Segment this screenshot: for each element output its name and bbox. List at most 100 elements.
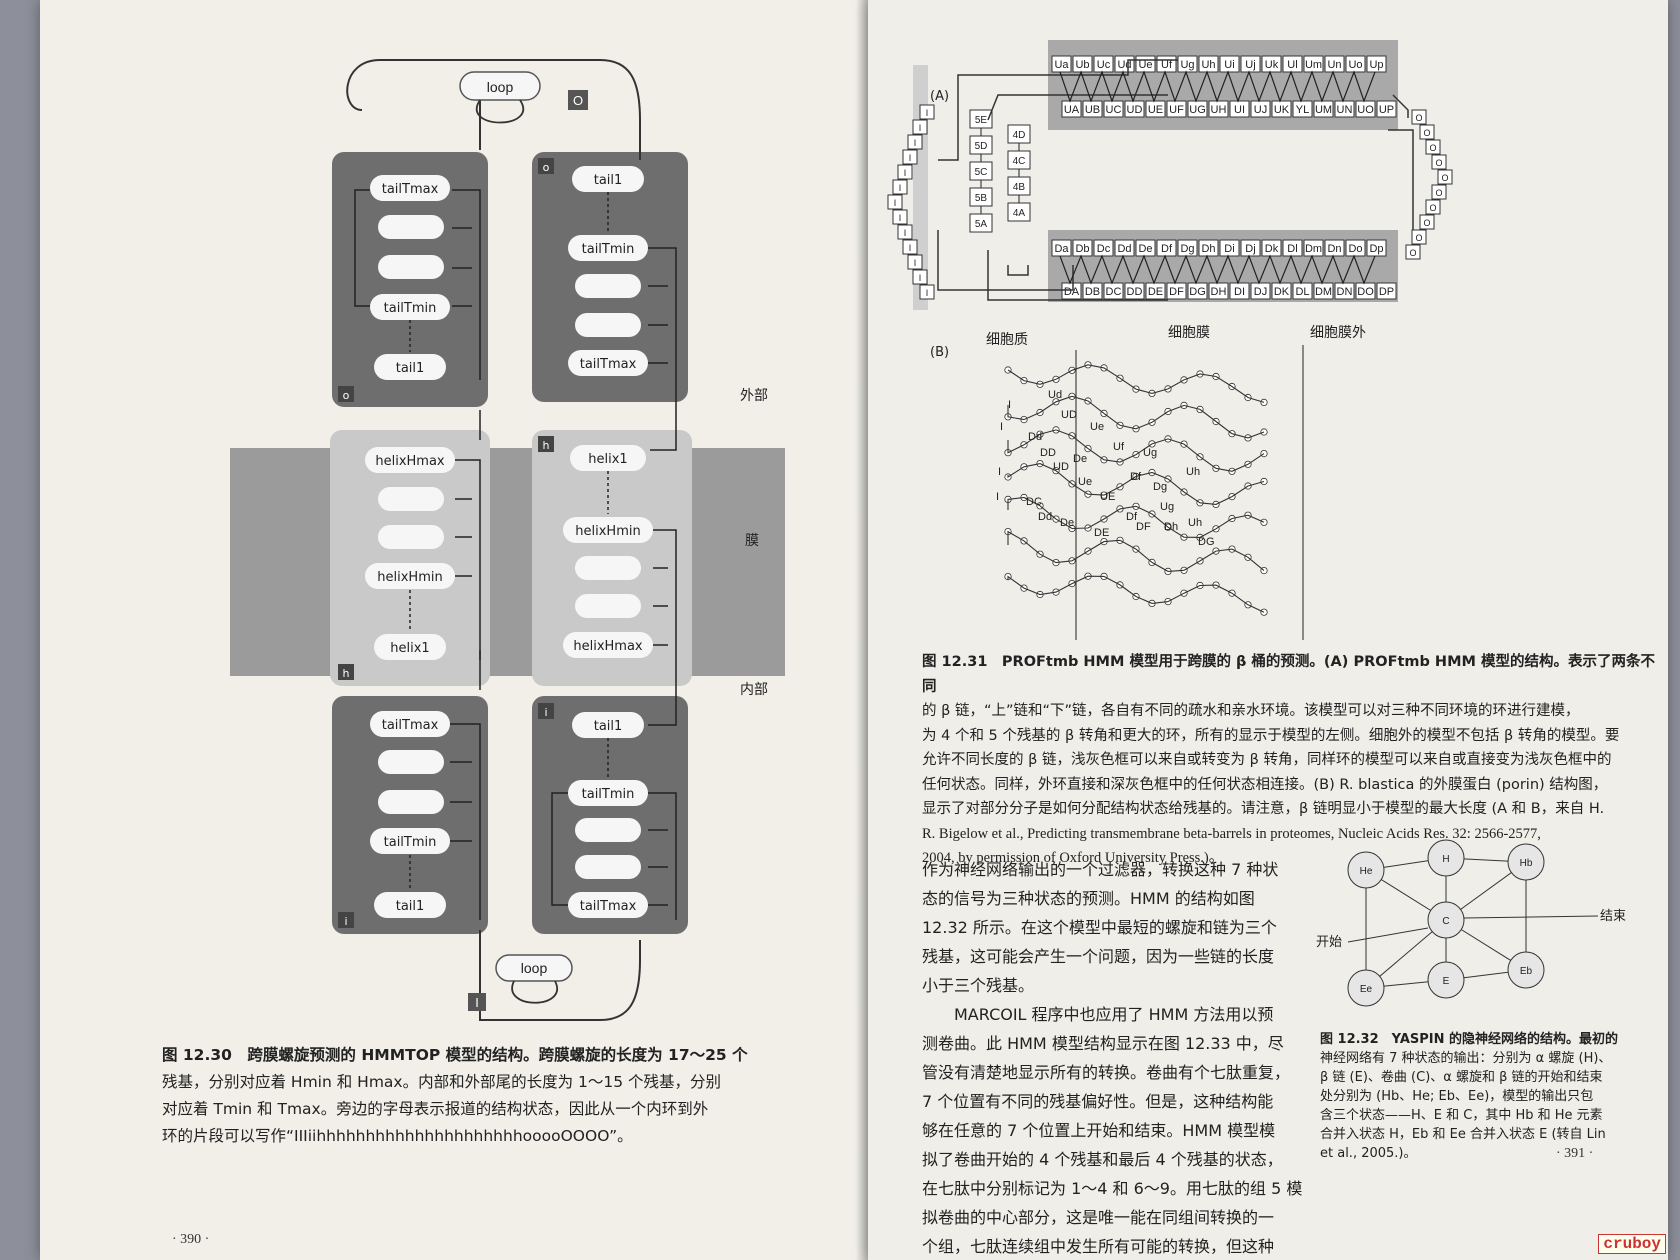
up-top-box <box>1282 55 1303 73</box>
up-top-box <box>1240 55 1261 73</box>
up-top-box <box>1093 55 1114 73</box>
connector-a2 <box>987 94 1168 121</box>
label-outside: 外部 <box>740 388 768 404</box>
turn5-label: 5A <box>975 219 988 230</box>
body-line: 拟卷曲的中心部分，这是唯一能在同组间转换的一 <box>922 1208 1275 1227</box>
bottom-tag: I <box>475 996 479 1010</box>
caption-12-31-line: 允许不同长度的 β 链，浅灰色框可以来自或转变为 β 转角，同样环的模型可以来自… <box>922 752 1612 768</box>
caption-12-32-line: 处分别为 (Hb、He; Eb、Ee)，模型的输出只包 <box>1320 1089 1594 1104</box>
porin-label: Dd <box>1038 511 1052 523</box>
porin-strand <box>1007 429 1265 472</box>
down-top-label: Dc <box>1097 243 1111 255</box>
up-top-label: Up <box>1369 59 1383 71</box>
down-bottom-label: DA <box>1064 286 1080 298</box>
up-top-label: Uo <box>1348 59 1362 71</box>
body-line: 作为神经网络输出的一个过滤器，转换这种 7 种状 <box>922 860 1279 879</box>
o-stack-label: O <box>1423 128 1430 138</box>
top-loop-self <box>476 99 524 124</box>
porin-label: Ue <box>1078 476 1092 488</box>
down-bottom-box <box>1166 282 1187 300</box>
down-bottom-box <box>1250 282 1271 300</box>
network-node-label: Eb <box>1520 966 1533 977</box>
connector-a5 <box>1007 265 1029 276</box>
bottom-loop-label: loop <box>521 960 548 976</box>
down-top-box <box>1072 239 1093 257</box>
down-bottom-box <box>1271 282 1292 300</box>
porin-label: I <box>1000 421 1003 433</box>
o-stack-box <box>1431 154 1447 170</box>
inner-right-min-label: tailTmin <box>582 787 635 802</box>
body-line: 7 个位置有不同的残基偏好性。但是，这种结构能 <box>922 1092 1274 1111</box>
i-stack-box <box>887 194 903 210</box>
up-top-label: Um <box>1305 59 1322 71</box>
porin-label: Uh <box>1186 466 1200 478</box>
down-top-label: Dl <box>1287 243 1297 255</box>
down-top-box <box>1240 239 1261 257</box>
porin-structure <box>1004 361 1268 616</box>
up-top-label: Ub <box>1075 59 1089 71</box>
body-line: 在七肽中分别标记为 1～4 和 6～9。用七肽的组 5 模 <box>922 1179 1303 1198</box>
network-node <box>1427 901 1465 939</box>
down-bottom-label: DG <box>1189 286 1206 298</box>
down-bottom-label: DF <box>1169 286 1184 298</box>
up-top-label: Ug <box>1180 59 1194 71</box>
down-top-box <box>1345 239 1366 257</box>
inner-right-tag: i <box>544 706 547 719</box>
up-bottom-label: UA <box>1064 104 1080 116</box>
network-node <box>1427 839 1465 877</box>
up-top-label: Ul <box>1287 59 1297 71</box>
o-stack-box <box>1437 169 1453 185</box>
network-edges <box>1347 857 1599 989</box>
network-node-label: H <box>1442 854 1449 865</box>
up-bottom-box <box>1187 100 1208 118</box>
i-stack-box <box>912 119 928 135</box>
inner-right-first-label: tail1 <box>594 719 623 734</box>
caption-12-30: 图 12.30 跨膜螺旋预测的 HMMTOP 模型的结构。跨膜螺旋的长度为 17… <box>162 1042 862 1150</box>
network-node <box>1347 851 1385 889</box>
up-top-label: Ua <box>1054 59 1069 71</box>
up-top-box <box>1261 55 1282 73</box>
outer-left-panel <box>332 152 488 407</box>
down-bottom-label: DH <box>1211 286 1227 298</box>
up-bottom-box <box>1124 100 1145 118</box>
up-bottom-box <box>1376 100 1397 118</box>
down-top-label: Df <box>1161 243 1173 255</box>
down-top-label: Db <box>1075 243 1089 255</box>
porin-label: DG <box>1198 536 1215 548</box>
turn5-label: 5C <box>975 167 988 178</box>
network-node <box>1507 951 1545 989</box>
i-stack-label: I <box>926 288 929 298</box>
outer-left-first-label: tail1 <box>396 361 425 376</box>
porin-label: Ug <box>1160 501 1174 513</box>
residue <box>1260 449 1268 458</box>
porin-label: I <box>996 491 999 503</box>
up-top-label: Uc <box>1097 59 1111 71</box>
down-top-box <box>1051 239 1072 257</box>
body-line: 12.32 所示。在这个模型中最短的螺旋和链为三个 <box>922 918 1277 937</box>
o-stack-label: O <box>1415 233 1422 243</box>
down-top-box <box>1324 239 1345 257</box>
top-loop-label: loop <box>487 79 514 95</box>
up-bottom-label: UI <box>1234 104 1245 116</box>
helix-right-tag: h <box>543 439 550 452</box>
up-top-label: Uf <box>1161 59 1173 71</box>
down-bottom-box <box>1334 282 1355 300</box>
caption-12-32-line: et al., 2005.)。 <box>1320 1146 1417 1161</box>
down-bottom-box <box>1313 282 1334 300</box>
inner-left-top-label: tailTmax <box>382 718 439 733</box>
helix-left-top-label: helixHmax <box>375 454 445 469</box>
i-stack-label: I <box>899 213 902 223</box>
up-bottom-label: UN <box>1337 104 1353 116</box>
porin-label: Ud <box>1048 389 1062 401</box>
caption-12-30-line: 环的片段可以写作“IIIiihhhhhhhhhhhhhhhhhhhhhooooO… <box>162 1127 633 1145</box>
caption-12-32-line: 图 12.32 YASPIN 的隐神经网络的结构。最初的 <box>1320 1032 1619 1047</box>
inner-left-panel <box>332 696 488 934</box>
membrane-band <box>230 448 785 676</box>
body-line: 态的信号为三种状态的预测。HMM 的结构如图 <box>922 889 1255 908</box>
up-bottom-label: UO <box>1357 104 1374 116</box>
